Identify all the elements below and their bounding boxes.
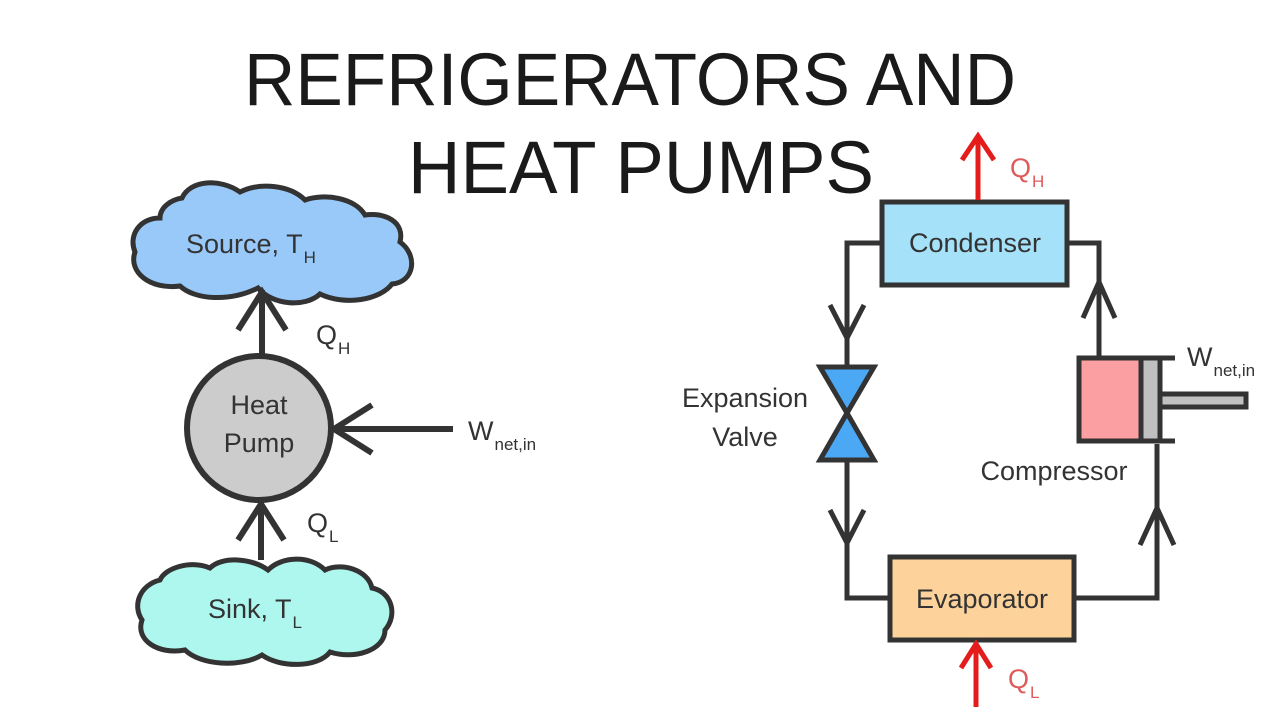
valve-label-1: Expansion	[682, 383, 808, 413]
evaporator-box	[887, 554, 1077, 643]
valve-bottom-triangle	[815, 407, 879, 463]
ql-label-right: QL	[1008, 664, 1039, 702]
qh-label-right: QH	[1010, 153, 1044, 191]
title-line-1: REFRIGERATORS AND	[244, 38, 1016, 121]
sink-label: Sink, TL	[208, 594, 302, 632]
pipe-valve-to-evaporator	[844, 462, 890, 601]
heat-pump-label-2: Pump	[224, 428, 295, 458]
title-line-2: HEAT PUMPS	[408, 126, 874, 209]
pipe-condenser-to-valve	[844, 240, 882, 365]
work-label-left: Wnet,in	[468, 416, 536, 454]
sink-cloud	[135, 556, 395, 667]
source-label: Source, TH	[186, 229, 316, 267]
condenser-box	[879, 199, 1070, 288]
flow-arrow-down-1	[827, 303, 867, 344]
qh-arrow-head	[235, 286, 289, 332]
condenser-label: Condenser	[909, 228, 1041, 258]
flow-arrow-up-1	[1080, 275, 1118, 320]
valve-label-2: Valve	[712, 422, 778, 452]
ql-label-left: QL	[307, 508, 338, 546]
compressor-cylinder	[1076, 355, 1144, 444]
evaporator-label: Evaporator	[916, 584, 1048, 614]
pipe-compressor-to-condenser	[1067, 240, 1102, 358]
valve-top-triangle	[815, 364, 879, 418]
qh-heat-arrow-head	[959, 131, 997, 162]
ql-heat-arrow-head	[958, 639, 994, 670]
compressor-label: Compressor	[980, 456, 1127, 486]
qh-label-left: QH	[316, 320, 350, 358]
ql-arrow-head	[235, 498, 287, 542]
flow-arrow-down-2	[827, 508, 867, 549]
compressor-piston	[1138, 355, 1163, 444]
work-arrow-head	[328, 402, 374, 456]
compressor-rod	[1157, 391, 1249, 410]
heat-pump-label-1: Heat	[230, 390, 288, 420]
work-label-right: Wnet,in	[1187, 342, 1255, 380]
source-cloud	[130, 180, 415, 306]
pipe-evaporator-to-compressor	[1074, 444, 1160, 601]
flow-arrow-up-2	[1137, 502, 1177, 547]
